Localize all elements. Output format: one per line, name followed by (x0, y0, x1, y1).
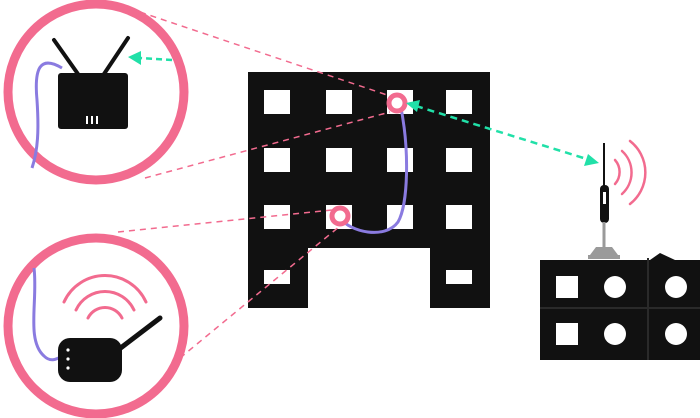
rooftop-antenna-building-icon (540, 139, 700, 360)
top-callout (3, 0, 189, 185)
router-location-marker (386, 92, 408, 114)
wireless-link-arrowhead-left (406, 100, 420, 112)
router-link-arrowhead (128, 51, 141, 65)
router-link-arrow (139, 56, 173, 62)
access-point-cable (32, 267, 63, 362)
remote-building-silhouette (540, 253, 700, 360)
bottom-callout-ring (3, 233, 189, 418)
callout-leader-lines (117, 11, 397, 359)
wifi-access-point-icon (58, 315, 163, 382)
router-with-antennas-icon (52, 36, 130, 129)
internal-cable (338, 102, 409, 234)
wifi-waves (62, 274, 148, 320)
antenna-radio-waves (613, 139, 647, 206)
wireless-link-arrow (415, 104, 591, 162)
access-point-location-marker (329, 205, 351, 227)
wireless-link-arrowhead-right (584, 154, 599, 166)
remote-building-windows (556, 276, 687, 345)
building-silhouette (248, 72, 490, 308)
router-cable (30, 61, 63, 169)
rooftop-antenna (588, 143, 620, 259)
bottom-callout (3, 233, 189, 418)
